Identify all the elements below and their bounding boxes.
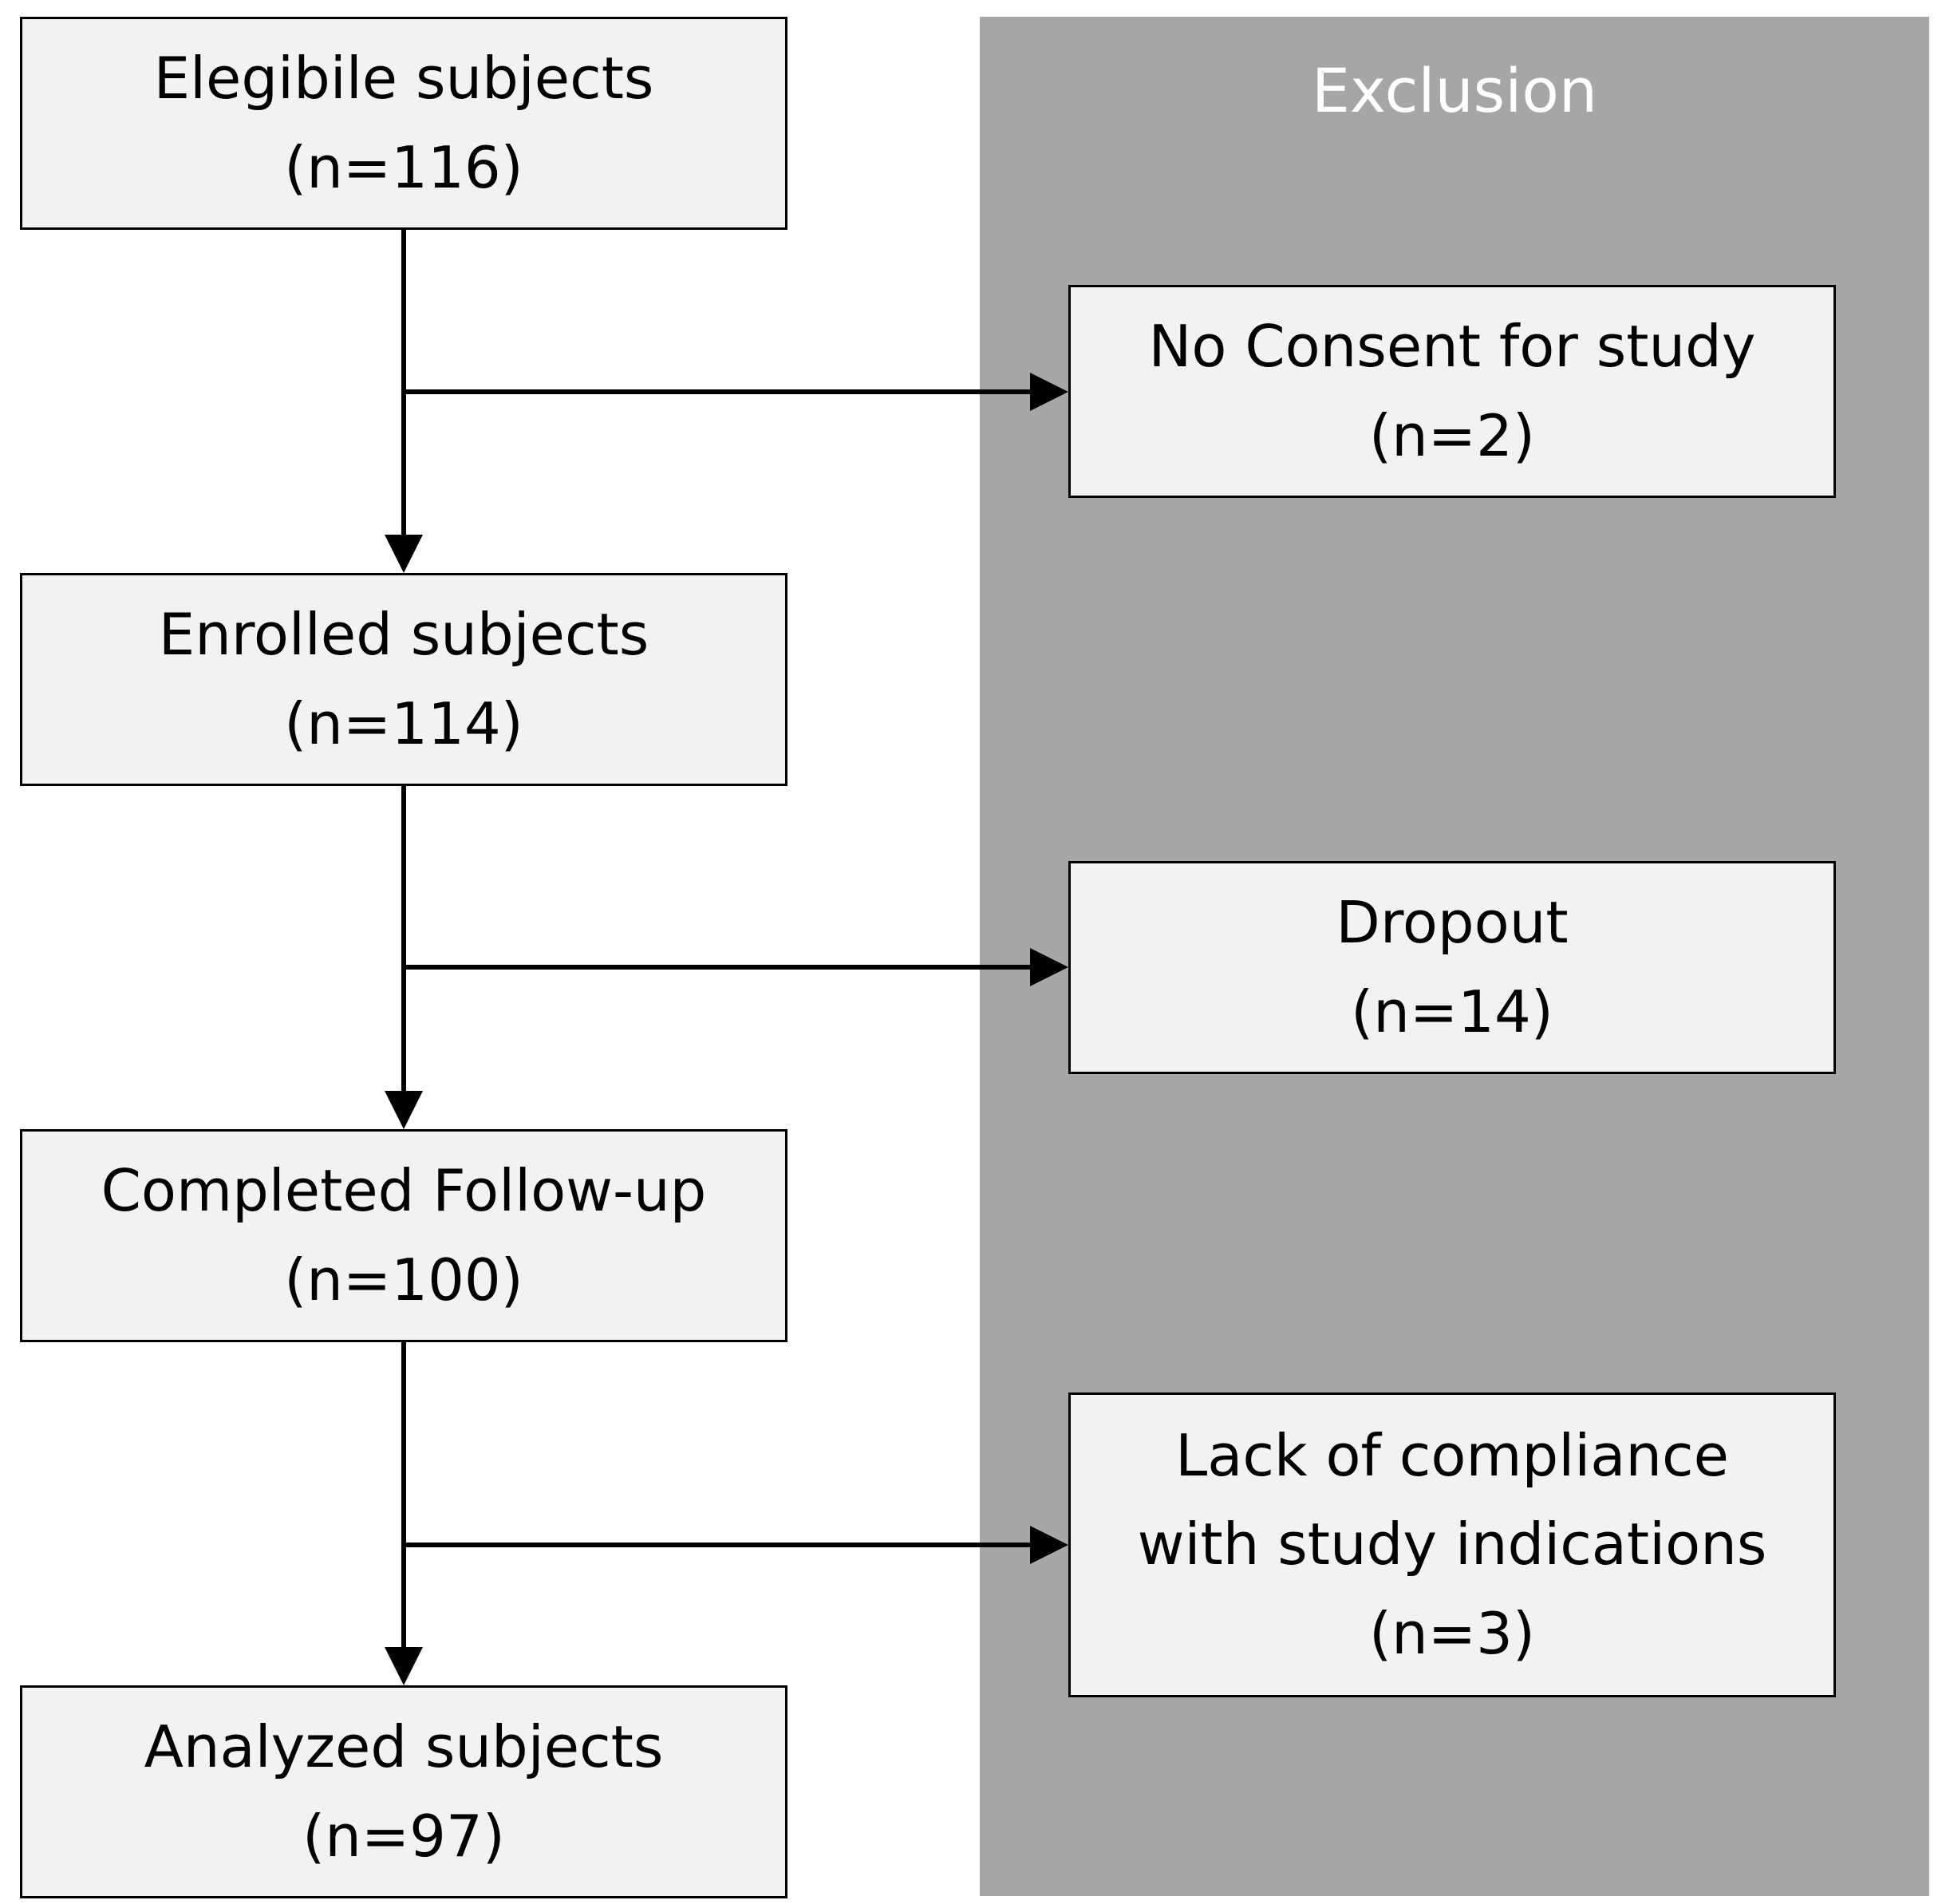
flow-box-count: (n=116) [284, 133, 523, 201]
flow-box-label: Completed Follow-up [101, 1156, 707, 1224]
flow-box-analyzed: Analyzed subjects (n=97) [20, 1685, 787, 1898]
flow-box-count: (n=114) [284, 689, 523, 757]
exclusion-box-count: (n=14) [1351, 978, 1553, 1045]
flow-box-label: Enrolled subjects [158, 600, 649, 668]
flow-box-eligible: Elegibile subjects (n=116) [20, 17, 787, 230]
flow-box-label: Elegibile subjects [153, 44, 654, 112]
exclusion-panel-title: Exclusion [1311, 55, 1598, 126]
exclusion-box-dropout: Dropout (n=14) [1068, 861, 1836, 1074]
exclusion-box-count: (n=2) [1369, 401, 1535, 469]
exclusion-box-label-line2: with study indications [1137, 1511, 1767, 1578]
flow-box-enrolled: Enrolled subjects (n=114) [20, 573, 787, 786]
flow-box-count: (n=97) [302, 1802, 505, 1870]
exclusion-box-noncompliance: Lack of compliance with study indication… [1068, 1392, 1836, 1697]
exclusion-box-label: Dropout [1336, 888, 1569, 956]
exclusion-box-no-consent: No Consent for study (n=2) [1068, 285, 1836, 498]
exclusion-box-count: (n=3) [1369, 1599, 1535, 1667]
flow-box-count: (n=100) [284, 1246, 523, 1313]
exclusion-box-label: Lack of compliance [1175, 1421, 1729, 1489]
flow-box-label: Analyzed subjects [144, 1712, 664, 1780]
exclusion-box-label: No Consent for study [1148, 312, 1756, 380]
flow-box-completed: Completed Follow-up (n=100) [20, 1129, 787, 1342]
